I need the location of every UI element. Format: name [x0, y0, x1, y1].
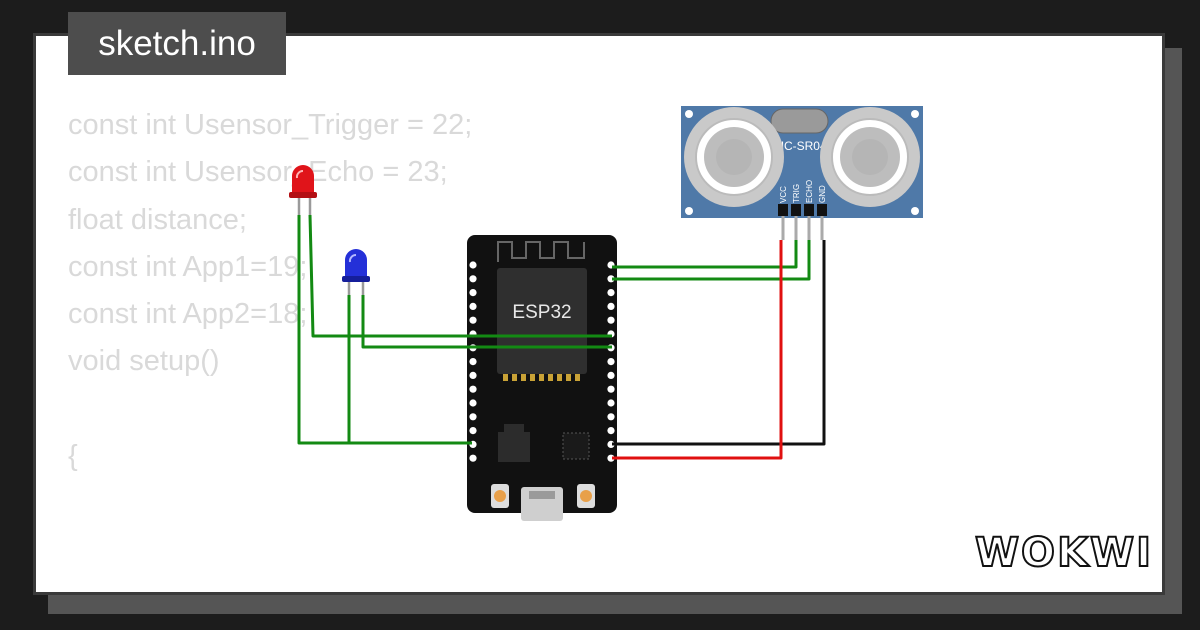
led-blue-icon[interactable]: [342, 249, 370, 282]
header-pin: [469, 302, 477, 310]
left-pin-header: [469, 261, 477, 462]
pin-label-gnd: GND: [818, 185, 827, 203]
header-pin: [469, 316, 477, 324]
pin-label-trig: TRIG: [792, 184, 801, 203]
header-pin: [607, 316, 615, 324]
code-preview: const int Usensor_Trigger = 22; const in…: [68, 102, 472, 480]
antenna-trace: [497, 241, 585, 262]
wire-trig[interactable]: [612, 240, 798, 269]
header-pin: [469, 358, 477, 366]
wokwi-logo: WOKWI: [974, 529, 1153, 577]
header-pin: [607, 302, 615, 310]
code-line: const int App2=18;: [68, 298, 308, 331]
header-pin: [469, 399, 477, 407]
header-pin: [469, 371, 477, 379]
code-line: const int Usensor_Echo = 23;: [68, 156, 448, 189]
header-pin: [469, 413, 477, 421]
code-line: {: [68, 440, 78, 473]
wire-echo[interactable]: [612, 240, 811, 281]
wire-blue-led-signal[interactable]: [361, 295, 612, 349]
header-pin: [607, 371, 615, 379]
header-pin: [607, 427, 615, 435]
header-pin: [607, 399, 615, 407]
code-line: void setup(): [68, 345, 220, 378]
wire-vcc[interactable]: [612, 240, 783, 460]
sensor-label: HC-SR04: [775, 139, 827, 153]
esp32-board[interactable]: ESP32: [467, 235, 617, 521]
right-pin-header: [607, 261, 615, 462]
header-pin: [469, 454, 477, 462]
wire-red-led-signal[interactable]: [308, 214, 612, 338]
header-pin: [469, 427, 477, 435]
header-pin: [607, 454, 615, 462]
header-pin: [607, 275, 615, 283]
crystal: [770, 108, 829, 134]
code-line: const int Usensor_Trigger = 22;: [68, 109, 473, 141]
hc-sr04-sensor[interactable]: HC-SR04 VCC TRIG ECHO GND: [681, 106, 923, 240]
filename-tab[interactable]: sketch.ino: [68, 12, 286, 75]
brand-wordmark: WOKWI: [975, 530, 1153, 576]
header-pin: [607, 413, 615, 421]
pin-label-echo: ECHO: [805, 180, 814, 203]
transducer-left: [684, 107, 784, 207]
board-label: ESP32: [512, 302, 571, 323]
header-pin: [607, 358, 615, 366]
code-line: const int App1=19;: [68, 250, 308, 283]
usb-chip: [562, 432, 590, 460]
header-pin: [469, 275, 477, 283]
header-pin: [469, 261, 477, 269]
led-red-icon[interactable]: [289, 165, 317, 198]
voltage-regulator: [498, 432, 530, 462]
header-pin: [607, 385, 615, 393]
wire-ground[interactable]: [612, 240, 826, 446]
header-pin: [607, 289, 615, 297]
wires: [297, 214, 826, 460]
wire-red-led-gnd[interactable]: [297, 215, 472, 445]
header-pin: [469, 289, 477, 297]
pin-label-vcc: VCC: [779, 186, 788, 203]
code-line: float distance;: [68, 203, 247, 236]
transducer-right: [820, 107, 920, 207]
header-pin: [469, 385, 477, 393]
